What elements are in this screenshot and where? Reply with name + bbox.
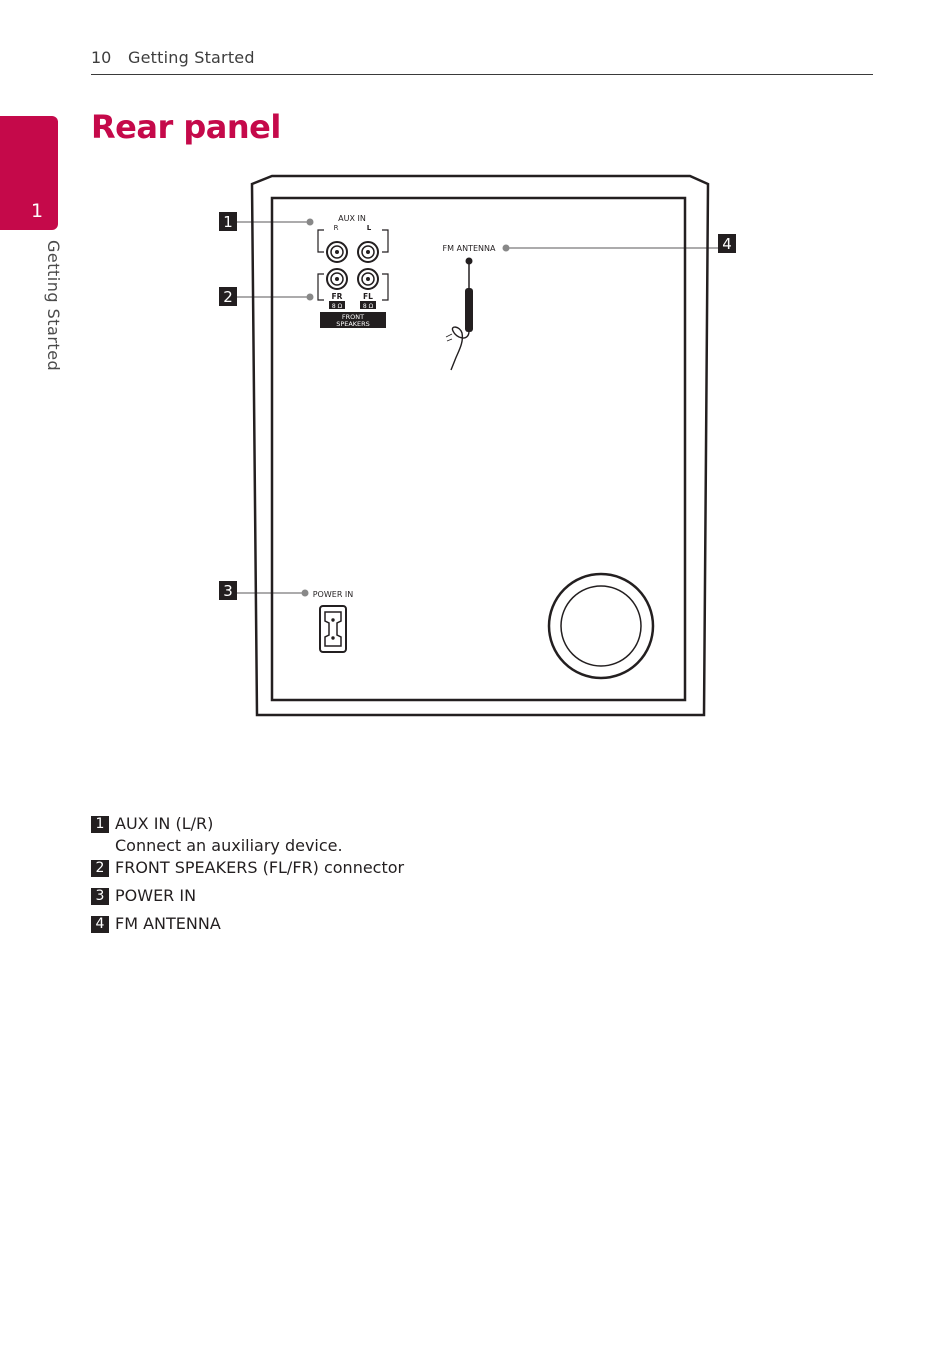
front-speakers-plate bbox=[320, 312, 386, 328]
legend-item-3: 3 POWER IN bbox=[91, 885, 343, 907]
cabinet-outline bbox=[250, 174, 710, 717]
chapter-tab: 1 bbox=[0, 116, 58, 230]
section-title: Getting Started bbox=[128, 48, 255, 67]
fr-impedance: 8 Ω bbox=[332, 303, 343, 310]
aux-r-label: R bbox=[334, 224, 339, 232]
legend-item-name: FM ANTENNA bbox=[115, 914, 221, 933]
callout-3: 3 bbox=[219, 581, 309, 600]
aux-l-label: L bbox=[367, 224, 372, 232]
legend-item-name: POWER IN bbox=[115, 886, 197, 905]
front-speakers-label-1: FRONT bbox=[342, 313, 364, 321]
legend-item-2: 2 FRONT SPEAKERS (FL/FR) connector bbox=[91, 857, 404, 879]
fm-antenna-coil-icon bbox=[465, 288, 473, 332]
svg-text:4: 4 bbox=[722, 235, 732, 253]
chapter-number: 1 bbox=[31, 200, 44, 222]
panel-inner-outline bbox=[270, 196, 687, 702]
legend-item-description: Connect an auxiliary device. bbox=[115, 836, 343, 855]
svg-text:1: 1 bbox=[223, 213, 233, 231]
page-title: Rear panel bbox=[91, 108, 281, 146]
legend-number: 3 bbox=[91, 888, 109, 905]
legend-item-suffix: (FL/FR) connector bbox=[257, 858, 405, 877]
svg-text:3: 3 bbox=[223, 582, 233, 600]
power-in-label: POWER IN bbox=[313, 590, 354, 599]
page-header: 10 Getting Started bbox=[91, 47, 873, 75]
aux-in-label: AUX IN bbox=[338, 214, 366, 223]
page-number: 10 bbox=[91, 48, 112, 67]
aux-l-jack-icon bbox=[357, 241, 379, 263]
aux-r-jack-icon bbox=[326, 241, 348, 263]
legend-item-4: 4 FM ANTENNA bbox=[91, 913, 343, 935]
legend: 1 AUX IN (L/R) Connect an auxiliary devi… bbox=[91, 813, 404, 935]
front-speakers-label-2: SPEAKERS bbox=[336, 320, 370, 328]
legend-item-name: FRONT SPEAKERS bbox=[115, 858, 258, 877]
fl-label: FL bbox=[363, 292, 373, 301]
legend-number: 1 bbox=[91, 816, 109, 833]
callout-4: 4 bbox=[502, 234, 736, 253]
fm-antenna-label: FM ANTENNA bbox=[443, 244, 496, 253]
legend-item-name: AUX IN bbox=[115, 814, 171, 833]
bass-port-icon bbox=[547, 572, 655, 680]
fr-label: FR bbox=[332, 292, 343, 301]
svg-text:2: 2 bbox=[223, 288, 233, 306]
callout-1: 1 bbox=[219, 212, 314, 231]
callout-2: 2 bbox=[219, 287, 314, 306]
power-in-socket-icon bbox=[319, 605, 347, 653]
legend-item-suffix: (L/R) bbox=[170, 814, 214, 833]
legend-number: 4 bbox=[91, 916, 109, 933]
fl-speaker-terminal-icon bbox=[357, 268, 379, 290]
chapter-label: Getting Started bbox=[44, 240, 63, 372]
legend-item-1: 1 AUX IN (L/R) bbox=[91, 813, 343, 835]
fr-speaker-terminal-icon bbox=[326, 268, 348, 290]
fl-impedance: 8 Ω bbox=[363, 303, 374, 310]
legend-number: 2 bbox=[91, 860, 109, 877]
